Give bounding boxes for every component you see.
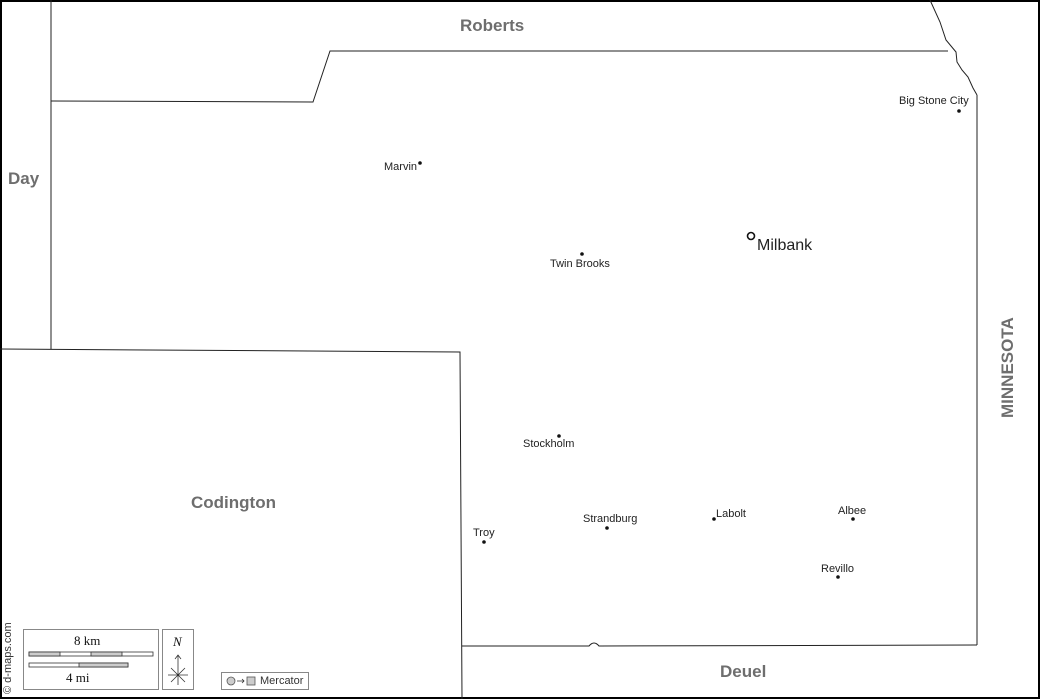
city-dot [580,252,584,256]
deuel-boundary [462,642,978,647]
city-troy: Troy [473,527,495,539]
codington-boundary [0,348,463,699]
region-codington: Codington [191,493,276,512]
city-big-stone-city: Big Stone City [899,95,969,107]
compass-icon [168,654,188,685]
city-albee: Albee [838,505,867,517]
city-dot [851,517,855,521]
city-stockholm: Stockholm [523,438,575,450]
city-milbank: Milbank [757,237,813,254]
river-boundary [929,0,978,96]
north-label: N [173,634,182,649]
north-arrow: N [162,629,194,690]
scale-km-label: 8 km [74,633,101,648]
scale-mi-label: 4 mi [66,670,90,685]
region-deuel: Deuel [720,662,767,681]
roberts-boundary [50,50,948,103]
city-revillo: Revillo [821,563,855,575]
city-labolt: Labolt [716,508,746,520]
city-marvin: Marvin [384,161,418,173]
city-dot [957,109,961,113]
region-minnesota: MINNESOTA [998,317,1017,418]
scale-bar: 8 km 4 mi [23,629,159,690]
projection-box: Mercator [221,672,309,690]
city-dot [712,517,716,521]
city-dot [836,575,840,579]
scale-bars [28,651,154,668]
county-seat-marker [746,231,756,241]
city-dot [418,161,422,165]
city-dot [605,526,609,530]
city-dot [557,434,561,438]
city-strandburg: Strandburg [583,513,638,525]
region-roberts: Roberts [460,16,525,35]
projection-label: Mercator [260,675,304,687]
city-dots [418,109,961,579]
city-dot [482,540,486,544]
region-day: Day [8,169,40,188]
projection-icon [226,676,256,686]
city-twin-brooks: Twin Brooks [550,258,610,270]
credit-text: © d-maps.com [2,622,14,694]
